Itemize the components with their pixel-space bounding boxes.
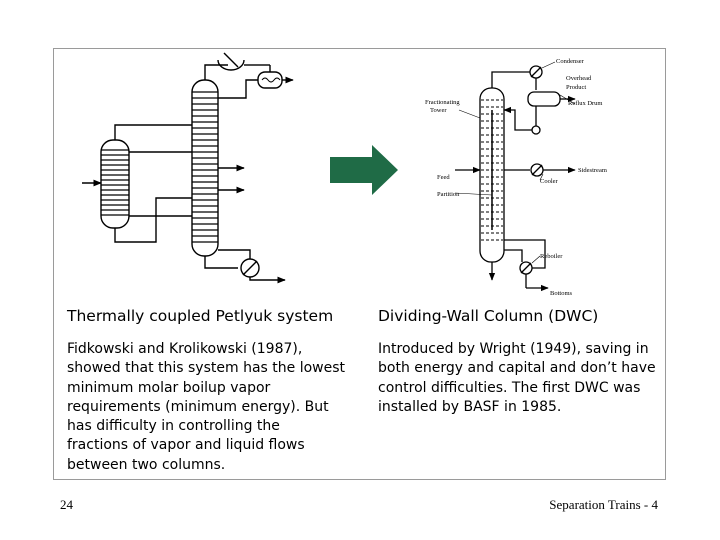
label-condenser: Condenser xyxy=(556,58,585,65)
dwc-diagram xyxy=(454,61,576,292)
left-heading: Thermally coupled Petlyuk system xyxy=(67,307,334,325)
label-partition: Partition xyxy=(437,191,460,198)
label-reboiler: Reboiler xyxy=(540,253,563,260)
footer-title: Separation Trains - 4 xyxy=(549,497,658,512)
label-overhead: Overhead xyxy=(566,75,592,82)
label-sidestream: Sidestream xyxy=(578,167,607,174)
label-reflux-drum: Reflux Drum xyxy=(568,100,602,107)
right-description: Introduced by Wright (1949), saving in b… xyxy=(378,341,656,415)
label-product: Product xyxy=(566,84,586,91)
petlyuk-diagram xyxy=(82,52,294,284)
label-feed: Feed xyxy=(437,174,450,181)
slide-frame xyxy=(53,48,666,480)
page-number: 24 xyxy=(60,497,73,512)
label-cooler: Cooler xyxy=(540,178,559,185)
label-bottoms: Bottoms xyxy=(550,290,573,297)
condenser-icon xyxy=(217,59,245,71)
reflux-pump-icon xyxy=(531,125,541,135)
right-heading: Dividing-Wall Column (DWC) xyxy=(378,307,599,325)
left-description: Fidkowski and Krolikowski (1987), showed… xyxy=(67,341,345,473)
reflux-drum-icon xyxy=(257,71,283,89)
reflux-drum-icon xyxy=(527,91,561,107)
label-fractionating: Fractionating xyxy=(425,99,460,106)
label-tower: Tower xyxy=(430,107,447,114)
transition-arrow-icon xyxy=(330,145,398,195)
